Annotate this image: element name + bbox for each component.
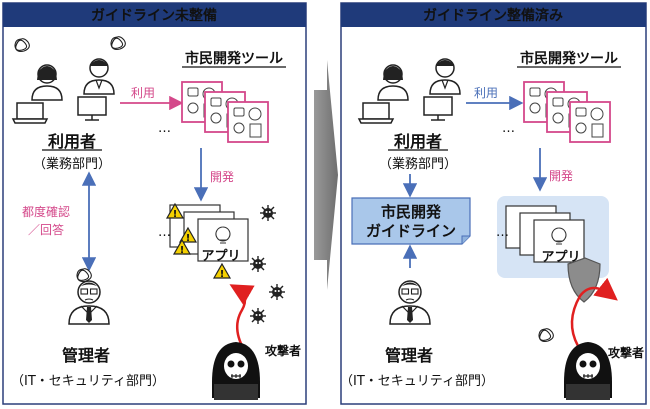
virus-icon [259, 204, 277, 222]
guideline-title-line2: ガイドライン [366, 222, 456, 240]
virus-icon [268, 283, 286, 301]
right-header-bar [341, 3, 646, 27]
left-user-label: 利用者 [48, 132, 96, 151]
left-admin-label: 管理者 [62, 346, 110, 365]
laptop-icon [358, 102, 394, 124]
left-attacker-label: 攻撃者 [265, 343, 301, 358]
left-user-dept: （業務部門） [33, 156, 111, 172]
virus-icon [249, 307, 267, 325]
right-use-label: 利用 [474, 86, 498, 100]
right-panel: ガイドライン整備済み 利用者 （業務部門） 利用 市民開発ツール … 市民開発 … [340, 2, 647, 405]
left-panel: ガイドライン未整備 利用者 （業務部門） 利用 市民開発ツール … 開発 ア [2, 2, 307, 405]
laptop-icon [12, 102, 48, 124]
right-user-dept: （業務部門） [379, 156, 457, 172]
confirm-label-line2: ／回答 [28, 222, 64, 237]
guideline-title-line1: 市民開発 [381, 203, 442, 221]
right-user-label: 利用者 [394, 132, 442, 151]
left-dev-label: 開発 [210, 170, 234, 184]
apps-ellipsis: … [496, 225, 509, 240]
left-header-bar [3, 3, 306, 27]
shield-icon [567, 257, 601, 303]
transition-arrow [314, 60, 338, 290]
left-admin-dept: （IT・セキュリティ部門） [11, 374, 165, 389]
virus-icon [249, 255, 267, 273]
right-header-title: ガイドライン整備済み [423, 7, 563, 24]
left-app-label: アプリ [201, 249, 240, 264]
tools-ellipsis: … [158, 121, 171, 136]
apps-ellipsis: … [158, 225, 171, 240]
right-tools-title: 市民開発ツール [520, 50, 618, 67]
tool-card-icon [569, 101, 611, 143]
right-app-label: アプリ [541, 250, 580, 265]
tool-card-icon [227, 101, 269, 143]
guideline-fold [461, 235, 470, 244]
left-header-title: ガイドライン未整備 [91, 7, 217, 24]
tools-ellipsis: … [502, 121, 515, 136]
left-tools-title: 市民開発ツール [185, 50, 283, 67]
right-admin-dept: （IT・セキュリティ部門） [340, 374, 494, 389]
right-dev-label: 開発 [549, 169, 573, 183]
deflected-attack-arrow [570, 277, 618, 347]
left-use-label: 利用 [131, 86, 155, 100]
attack-arrow [229, 284, 255, 357]
right-admin-label: 管理者 [385, 346, 433, 365]
confirm-label-line1: 都度確認 [22, 204, 70, 219]
guideline-document: 市民開発 ガイドライン [351, 197, 471, 245]
right-attacker-label: 攻撃者 [608, 345, 644, 360]
